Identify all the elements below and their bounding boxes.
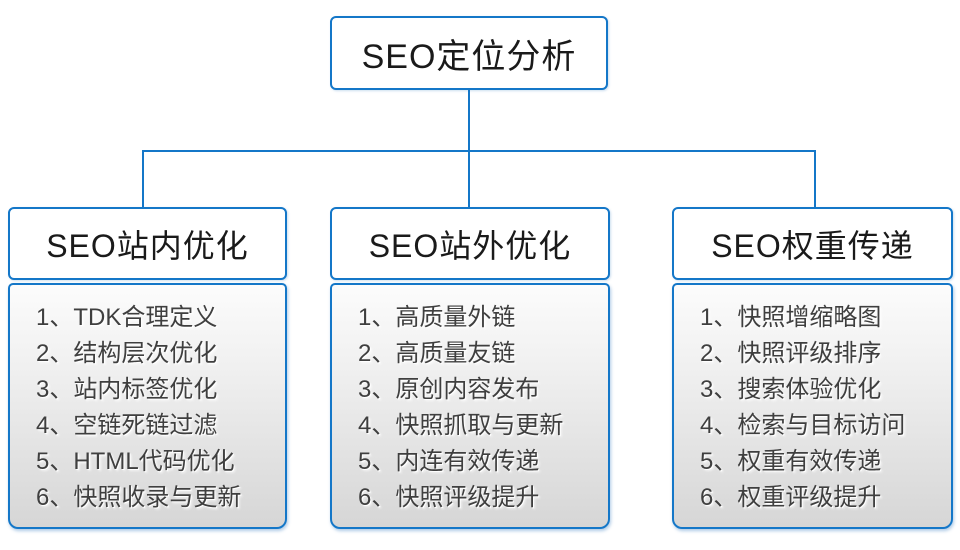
list-item: 4、空链死链过滤 bbox=[36, 412, 218, 439]
root-node: SEO定位分析 bbox=[330, 16, 608, 90]
connector-root-vertical bbox=[468, 90, 470, 151]
column-title: SEO权重传递 bbox=[711, 227, 914, 264]
list-item: 1、快照增缩略图 bbox=[700, 304, 882, 331]
column-header-offsite: SEO站外优化 bbox=[330, 207, 610, 280]
connector-horizontal-bar bbox=[142, 150, 816, 152]
column-list-weight: 1、快照增缩略图 2、快照评级排序 3、搜索体验优化 4、检索与目标访问 5、权… bbox=[672, 283, 953, 529]
column-header-weight: SEO权重传递 bbox=[672, 207, 953, 280]
list-item: 2、结构层次优化 bbox=[36, 340, 218, 367]
root-node-label: SEO定位分析 bbox=[361, 37, 577, 76]
list-item: 1、高质量外链 bbox=[358, 304, 516, 331]
list-item: 4、检索与目标访问 bbox=[700, 412, 906, 439]
column-title: SEO站外优化 bbox=[368, 227, 572, 264]
list-item: 3、原创内容发布 bbox=[358, 376, 540, 403]
list-item: 2、快照评级排序 bbox=[700, 340, 882, 367]
connector-drop-right bbox=[814, 150, 816, 207]
list-item: 2、高质量友链 bbox=[358, 340, 516, 367]
list-item: 5、HTML代码优化 bbox=[36, 448, 235, 475]
column-list-onsite: 1、TDK合理定义 2、结构层次优化 3、站内标签优化 4、空链死链过滤 5、H… bbox=[8, 283, 287, 529]
list-item: 6、快照评级提升 bbox=[358, 484, 540, 511]
list-item: 4、快照抓取与更新 bbox=[358, 412, 564, 439]
list-item: 6、快照收录与更新 bbox=[36, 484, 242, 511]
list-item: 6、权重评级提升 bbox=[700, 484, 882, 511]
list-item: 1、TDK合理定义 bbox=[36, 304, 218, 331]
column-header-onsite: SEO站内优化 bbox=[8, 207, 287, 280]
list-item: 3、站内标签优化 bbox=[36, 376, 218, 403]
column-list-offsite: 1、高质量外链 2、高质量友链 3、原创内容发布 4、快照抓取与更新 5、内连有… bbox=[330, 283, 610, 529]
list-item: 5、内连有效传递 bbox=[358, 448, 540, 475]
list-item: 3、搜索体验优化 bbox=[700, 376, 882, 403]
connector-drop-left bbox=[142, 150, 144, 207]
connector-drop-center bbox=[468, 150, 470, 207]
list-item: 5、权重有效传递 bbox=[700, 448, 882, 475]
column-title: SEO站内优化 bbox=[46, 227, 249, 264]
